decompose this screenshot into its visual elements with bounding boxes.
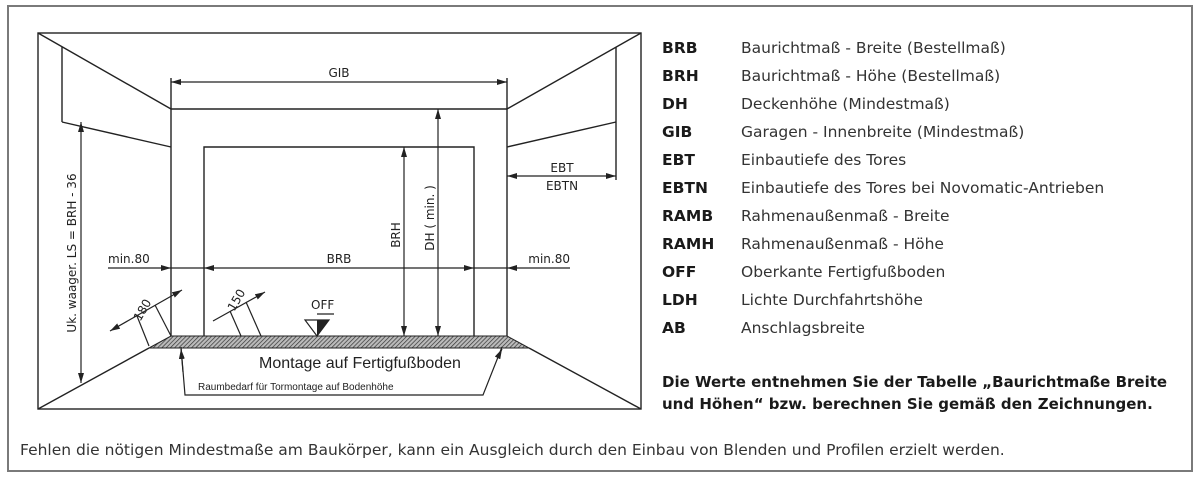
dim-150-line bbox=[212, 291, 266, 322]
gib-label: GIB bbox=[328, 66, 349, 80]
legend-abbr: OFF bbox=[662, 263, 697, 281]
legend-desc: Garagen - Innenbreite (Mindestmaß) bbox=[741, 123, 1025, 141]
legend-abbr: LDH bbox=[662, 291, 698, 309]
legend-desc: Rahmenaußenmaß - Höhe bbox=[741, 235, 944, 253]
legend-desc: Baurichtmaß - Höhe (Bestellmaß) bbox=[741, 67, 1001, 85]
legend-desc: Einbautiefe des Tores bei Novomatic-Antr… bbox=[741, 179, 1105, 197]
brb-label: BRB bbox=[327, 252, 352, 266]
dim-180-line bbox=[109, 289, 183, 332]
legend-desc: Rahmenaußenmaß - Breite bbox=[741, 207, 950, 225]
dim-180-label: 180 bbox=[131, 297, 155, 324]
legend-abbr: RAMH bbox=[662, 235, 715, 253]
uk-label: Uk. waager. LS = BRH - 36 bbox=[65, 173, 79, 332]
legend-desc: Deckenhöhe (Mindestmaß) bbox=[741, 95, 950, 113]
legend-row: BRH Baurichtmaß - Höhe (Bestellmaß) bbox=[662, 62, 1104, 90]
legend-abbr: EBT bbox=[662, 151, 695, 169]
legend-desc: Lichte Durchfahrtshöhe bbox=[741, 291, 923, 309]
legend-row: EBT Einbautiefe des Tores bbox=[662, 146, 1104, 174]
legend-row: AB Anschlagsbreite bbox=[662, 314, 1104, 342]
finished-floor-hatch bbox=[148, 335, 530, 349]
min-80-left-label: min.80 bbox=[108, 252, 150, 266]
note-line-1: Die Werte entnehmen Sie der Tabelle „Bau… bbox=[662, 373, 1168, 391]
table-note: Die Werte entnehmen Sie der Tabelle „Bau… bbox=[662, 371, 1167, 415]
min-80-right-label: min.80 bbox=[528, 252, 570, 266]
page-frame bbox=[7, 5, 1193, 472]
footer-text: Fehlen die nötigen Mindestmaße am Baukör… bbox=[20, 441, 1005, 459]
outer-room-outline bbox=[37, 32, 642, 410]
legend-abbr: RAMB bbox=[662, 207, 714, 225]
legend-abbr: GIB bbox=[662, 123, 693, 141]
legend-row: RAMH Rahmenaußenmaß - Höhe bbox=[662, 230, 1104, 258]
legend-abbr: EBTN bbox=[662, 179, 708, 197]
legend-abbr: DH bbox=[662, 95, 688, 113]
raumbedarf-label: Raumbedarf für Tormontage auf Bodenhöhe bbox=[198, 382, 394, 393]
abbreviation-legend: BRB Baurichtmaß - Breite (Bestellmaß) BRH… bbox=[662, 34, 1104, 342]
legend-abbr: BRH bbox=[662, 67, 699, 85]
brh-label: BRH bbox=[389, 222, 403, 248]
legend-desc: Anschlagsbreite bbox=[741, 319, 865, 337]
legend-row: LDH Lichte Durchfahrtshöhe bbox=[662, 286, 1104, 314]
ebt-label: EBT bbox=[550, 161, 574, 175]
montage-label: Montage auf Fertigfußboden bbox=[259, 355, 461, 372]
off-label: OFF bbox=[311, 298, 334, 312]
garage-diagram: GIB EBT EBTN BRB min.80 min.80 BRH DH ( … bbox=[37, 32, 642, 410]
wall-opening bbox=[170, 78, 508, 336]
legend-desc: Einbautiefe des Tores bbox=[741, 151, 907, 169]
legend-row: DH Deckenhöhe (Mindestmaß) bbox=[662, 90, 1104, 118]
legend-row: BRB Baurichtmaß - Breite (Bestellmaß) bbox=[662, 34, 1104, 62]
legend-row: EBTN Einbautiefe des Tores bei Novomatic-… bbox=[662, 174, 1104, 202]
legend-abbr: BRB bbox=[662, 39, 698, 57]
legend-row: OFF Oberkante Fertigfußboden bbox=[662, 258, 1104, 286]
legend-desc: Baurichtmaß - Breite (Bestellmaß) bbox=[741, 39, 1006, 57]
ebtn-label: EBTN bbox=[546, 179, 578, 193]
legend-desc: Oberkante Fertigfußboden bbox=[741, 263, 946, 281]
note-line-2: und Höhen“ bzw. berechnen Sie gemäß den … bbox=[662, 395, 1153, 413]
legend-row: GIB Garagen - Innenbreite (Mindestmaß) bbox=[662, 118, 1104, 146]
door-frame bbox=[203, 146, 475, 336]
dh-label: DH ( min. ) bbox=[423, 185, 437, 251]
legend-abbr: AB bbox=[662, 319, 686, 337]
legend-row: RAMB Rahmenaußenmaß - Breite bbox=[662, 202, 1104, 230]
dim-150-label: 150 bbox=[225, 287, 249, 314]
